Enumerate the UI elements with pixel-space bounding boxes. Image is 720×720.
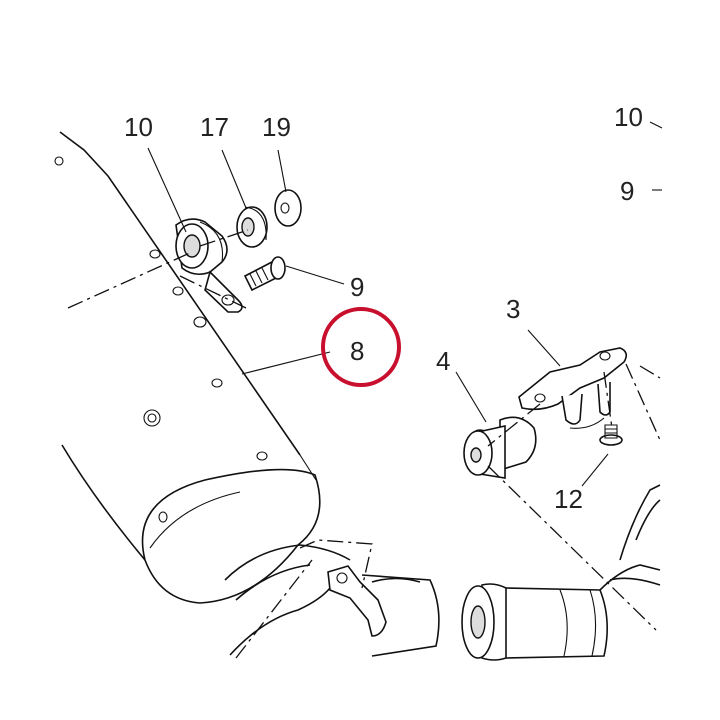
part-10-grommet <box>175 218 228 276</box>
part-17-bushing <box>236 206 268 248</box>
part-4-mount <box>463 416 537 479</box>
mount-bracket <box>204 270 243 313</box>
callout-8: 8 <box>350 336 364 366</box>
exhaust-clamp <box>327 565 387 637</box>
callout-4: 4 <box>436 346 450 376</box>
part-12-screw <box>599 424 623 446</box>
callout-9-right: 9 <box>620 176 634 206</box>
muffler-body <box>54 131 351 656</box>
highlight-circle <box>321 307 401 387</box>
callout-labels: 10 17 19 9 8 3 4 12 10 9 <box>124 102 643 514</box>
assembly-centerlines <box>67 229 661 659</box>
callout-10-right: 10 <box>614 102 643 132</box>
leader-lines <box>147 121 663 487</box>
part-9-bolt <box>243 256 286 292</box>
connecting-pipe <box>361 484 661 661</box>
callout-12: 12 <box>554 484 583 514</box>
callout-9: 9 <box>350 272 364 302</box>
callout-10: 10 <box>124 112 153 142</box>
callout-17: 17 <box>200 112 229 142</box>
callout-3: 3 <box>506 294 520 324</box>
part-19-washer <box>274 189 302 227</box>
callout-19: 19 <box>262 112 291 142</box>
